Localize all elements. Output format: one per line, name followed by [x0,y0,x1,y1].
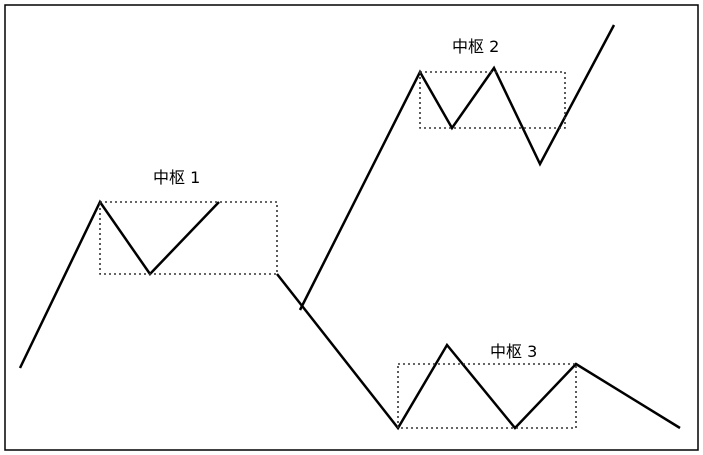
zone-1-box [99,201,278,275]
zone-1-label: 中枢 1 [153,168,200,187]
zone-3-label: 中枢 3 [490,342,537,361]
price-path-up [298,24,616,311]
price-path-down [276,273,681,431]
diagram-border [4,4,699,451]
zone-2-label: 中枢 2 [452,37,499,56]
zone-3-box [397,363,577,429]
price-path-main [18,199,220,369]
